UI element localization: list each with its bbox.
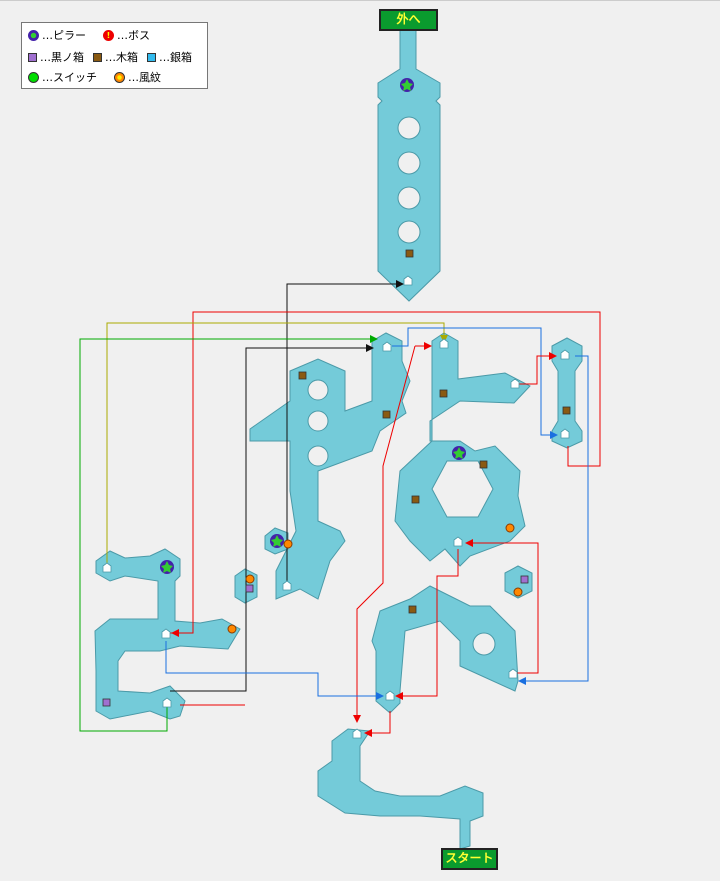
room-start <box>317 728 484 850</box>
legend-black-chest: …黒ノ箱 <box>40 51 84 64</box>
start-label[interactable]: スタート <box>441 848 498 870</box>
connectors <box>79 280 601 737</box>
boss-icon: ! <box>103 29 114 41</box>
silver-chest-icon <box>147 52 156 62</box>
room-top-tower <box>377 28 441 302</box>
switch-icon <box>28 71 39 83</box>
pillars <box>160 78 466 574</box>
doors <box>102 275 570 739</box>
legend-pillar: …ピラー <box>42 29 86 42</box>
legend-wood-chest: …木箱 <box>105 51 138 64</box>
legend-boss: …ボス <box>117 29 150 42</box>
wind-crests <box>227 523 523 634</box>
room-west-hall <box>249 332 411 600</box>
room-east-pillar <box>551 337 583 449</box>
pillar-icon <box>28 29 39 41</box>
legend-wind-crest: …風紋 <box>128 71 161 84</box>
chests <box>102 249 571 707</box>
wind-crest-icon <box>114 71 125 83</box>
legend-silver-chest: …銀箱 <box>159 51 192 64</box>
black-chest-icon <box>28 52 37 62</box>
legend: …ピラー ! …ボス …黒ノ箱 …木箱 …銀箱 …スイッチ …風紋 <box>21 22 208 89</box>
wood-chest-icon <box>93 52 102 62</box>
room-small-hex-3 <box>504 565 533 599</box>
room-south-hall <box>371 585 519 714</box>
exit-label-top[interactable]: 外へ <box>379 9 438 31</box>
legend-switch: …スイッチ <box>42 71 97 84</box>
